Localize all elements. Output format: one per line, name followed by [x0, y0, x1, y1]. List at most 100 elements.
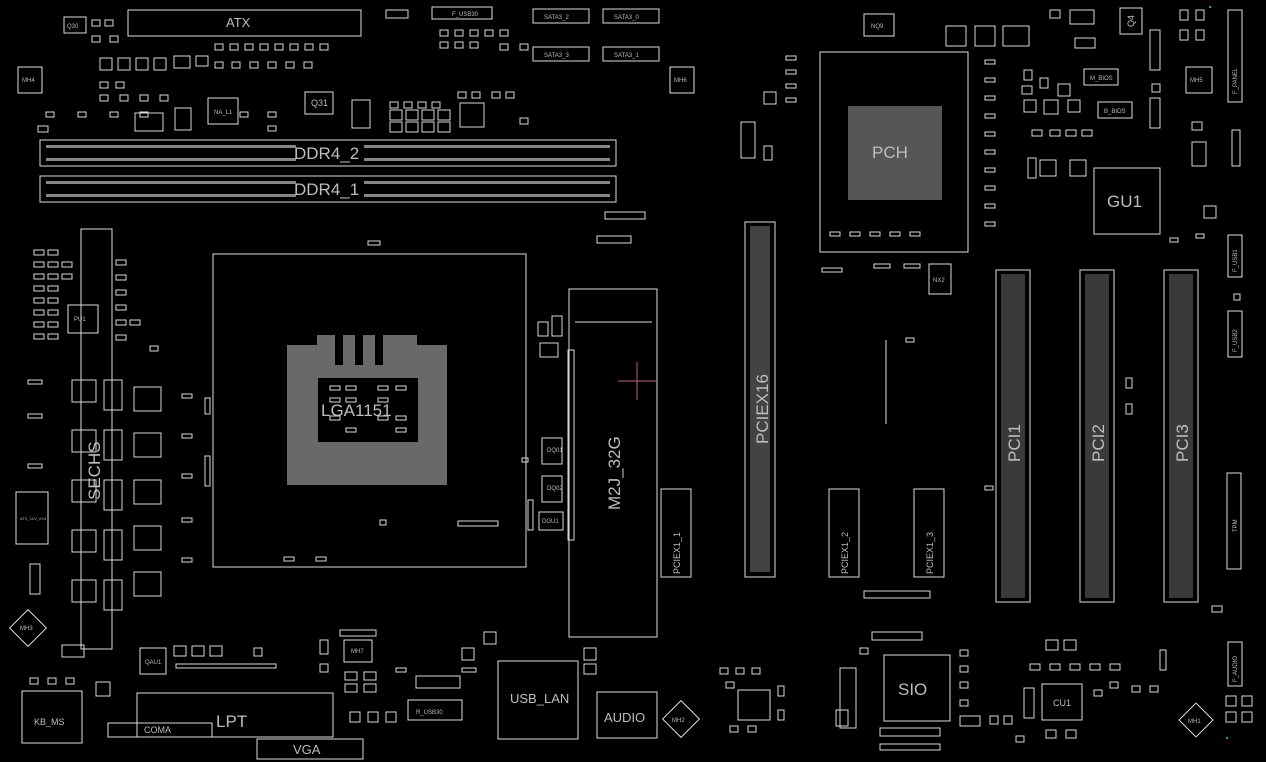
tpm-header	[1226, 472, 1242, 570]
f-audio-label: F_AUDIO	[1233, 656, 1239, 682]
mh2-label: MH2	[672, 718, 685, 724]
pch-outline	[819, 51, 969, 253]
f-usb2-label: F_USB2	[1233, 329, 1239, 352]
pu1-label: PU1	[74, 317, 86, 323]
fiducial-dot-top	[1209, 6, 1211, 8]
mh6-hole	[669, 66, 695, 94]
sata3-1-label: SATA3_1	[614, 53, 639, 59]
audio-codec-label: MH7	[351, 649, 364, 655]
mh5-label: MH5	[1190, 78, 1203, 84]
sata3-0-port	[602, 8, 660, 24]
pci2-slot	[1079, 269, 1115, 603]
pch-passives	[763, 25, 1030, 491]
lga-center-caps	[329, 385, 407, 433]
sata3-2-port	[532, 8, 590, 24]
q30-label: Q30	[67, 24, 79, 30]
pci2-pins	[1085, 274, 1109, 598]
pcie-switch-ic	[740, 121, 756, 159]
atx-12v-label: ATX_12V_2X4	[20, 516, 47, 521]
sio-chip	[883, 654, 951, 722]
right-top-passives	[1021, 9, 1241, 301]
nq9-label: NQ9	[871, 24, 884, 30]
q31-label: Q31	[311, 98, 328, 108]
nx2-label: NX2	[933, 278, 945, 284]
f-usb2-header	[1227, 310, 1243, 358]
lga-pin-field	[287, 335, 447, 485]
left-bottom-ic	[61, 644, 85, 658]
kb-ms-label: KB_MS	[34, 717, 65, 727]
m-bios-label: M_BIOS	[1090, 76, 1113, 82]
mosfet-top	[351, 99, 371, 129]
sio-passives	[835, 631, 1025, 751]
sata3-2-label: SATA3_2	[544, 15, 569, 21]
vga-label: VGA	[293, 742, 321, 757]
socket-cap-a	[379, 519, 387, 526]
top-center-passives	[367, 29, 646, 246]
na-l1-label: NA_L1	[214, 110, 233, 116]
vrm-chokes	[71, 379, 162, 611]
cu1-chip	[1041, 683, 1083, 721]
pciex1-2-slot	[828, 488, 860, 578]
pci3-pins	[1169, 274, 1193, 598]
bottom-left-passives	[29, 645, 277, 697]
fiducial-dot	[1226, 737, 1228, 739]
lga1151-label: LGA1151	[321, 401, 392, 420]
atx-label: ATX	[226, 15, 251, 30]
coma-header	[107, 722, 213, 738]
lga1151-socket	[212, 253, 527, 568]
f-usb1-label: F_USB1	[1233, 249, 1239, 272]
socket-cap-row	[457, 520, 499, 527]
mh3-hole	[8, 608, 48, 648]
r-usb30-header	[407, 699, 463, 721]
pciex1-1-label: PCIEX1_1	[672, 532, 682, 574]
nq9-outline	[863, 13, 895, 37]
corner-pad-b	[1241, 695, 1253, 707]
socket-cap-b	[283, 556, 295, 562]
pcie-bottom-caps	[863, 590, 931, 599]
dgu1-label: DGU1	[542, 519, 559, 525]
coma-label: COMA	[144, 725, 171, 735]
b-bios-chip	[1097, 101, 1133, 119]
mh2-hole	[661, 699, 701, 739]
qau1-label: QAU1	[145, 660, 162, 666]
qau1-chip	[139, 647, 167, 675]
mh1-label: MH1	[1188, 719, 1201, 725]
audio-label: AUDIO	[604, 710, 645, 725]
r-usb30-label: R_USB30	[416, 710, 443, 716]
pci3-slot	[1163, 269, 1199, 603]
mh5-hole	[1185, 66, 1213, 94]
pciex1-3-slot	[913, 488, 945, 578]
f-panel-label: F_PANEL	[1233, 67, 1239, 94]
q4-outline	[1119, 7, 1143, 35]
bottom-mid-passives	[719, 667, 785, 733]
mh1-hole	[1178, 702, 1214, 738]
sio-label: SIO	[898, 680, 927, 699]
pci-cap-b	[1125, 403, 1133, 415]
mh3-label: MH3	[20, 626, 33, 632]
corner-pad-a	[1225, 695, 1237, 707]
left-header-small	[29, 563, 41, 595]
pch-label: PCH	[872, 143, 908, 162]
ddr4-2-slot	[39, 139, 617, 167]
ddr4-2-label: DDR4_2	[294, 144, 359, 163]
pci-cap-a	[1125, 377, 1133, 389]
na-l1-inductor	[207, 97, 239, 125]
sata3-1-port	[602, 46, 660, 62]
gu1-label: GU1	[1107, 192, 1142, 211]
tpm-label: TPM	[1233, 519, 1239, 532]
pu1-controller	[67, 304, 99, 334]
audio-jack	[596, 691, 658, 739]
cu1-passives	[1023, 605, 1223, 739]
mh6-label: MH6	[674, 78, 687, 84]
q30-outline	[63, 16, 87, 34]
pci1-pins	[1001, 274, 1025, 598]
m2-label: M2J_32G	[605, 436, 624, 510]
sata3-3-label: SATA3_3	[544, 53, 569, 59]
mh4-label: MH4	[22, 78, 35, 84]
kb-ms-port	[21, 690, 83, 744]
corner-pad-d	[1241, 711, 1253, 723]
ddr4-1-slot	[39, 175, 617, 203]
f-usb30-header	[431, 6, 493, 20]
pch-die	[848, 106, 942, 200]
